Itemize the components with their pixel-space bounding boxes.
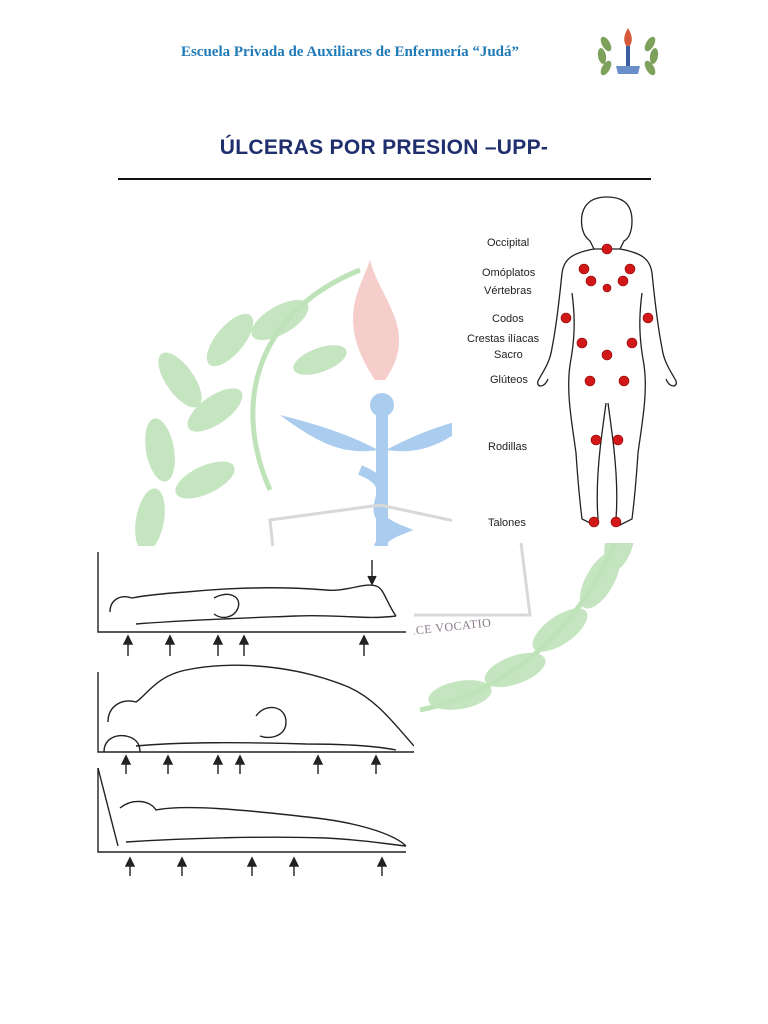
school-header: Escuela Privada de Auxiliares de Enferme… (180, 44, 520, 60)
label-talones: Talones (488, 517, 526, 529)
label-rodillas: Rodillas (488, 441, 528, 453)
label-occipital: Occipital (487, 237, 530, 249)
pressure-arrows (120, 634, 388, 876)
label-crestas-iliacas: Crestas ilíacas (467, 333, 540, 345)
positions-svg (97, 552, 415, 876)
lying-positions-diagram (96, 546, 415, 886)
page-title: ÚLCERAS POR PRESION –UPP- (219, 136, 549, 159)
school-logo (597, 28, 659, 76)
label-sacro: Sacro (494, 349, 523, 361)
title-divider (118, 178, 651, 180)
label-omoplatos: Omóplatos (482, 267, 536, 279)
label-codos: Codos (492, 313, 524, 325)
body-back-figure (537, 196, 677, 528)
watermark-emblem (135, 260, 636, 713)
body-pressure-diagram: Occipital Omóplatos Vértebras Codos Cres… (452, 193, 682, 543)
label-vertebras: Vértebras (484, 285, 532, 297)
label-gluteos: Glúteos (490, 374, 528, 386)
